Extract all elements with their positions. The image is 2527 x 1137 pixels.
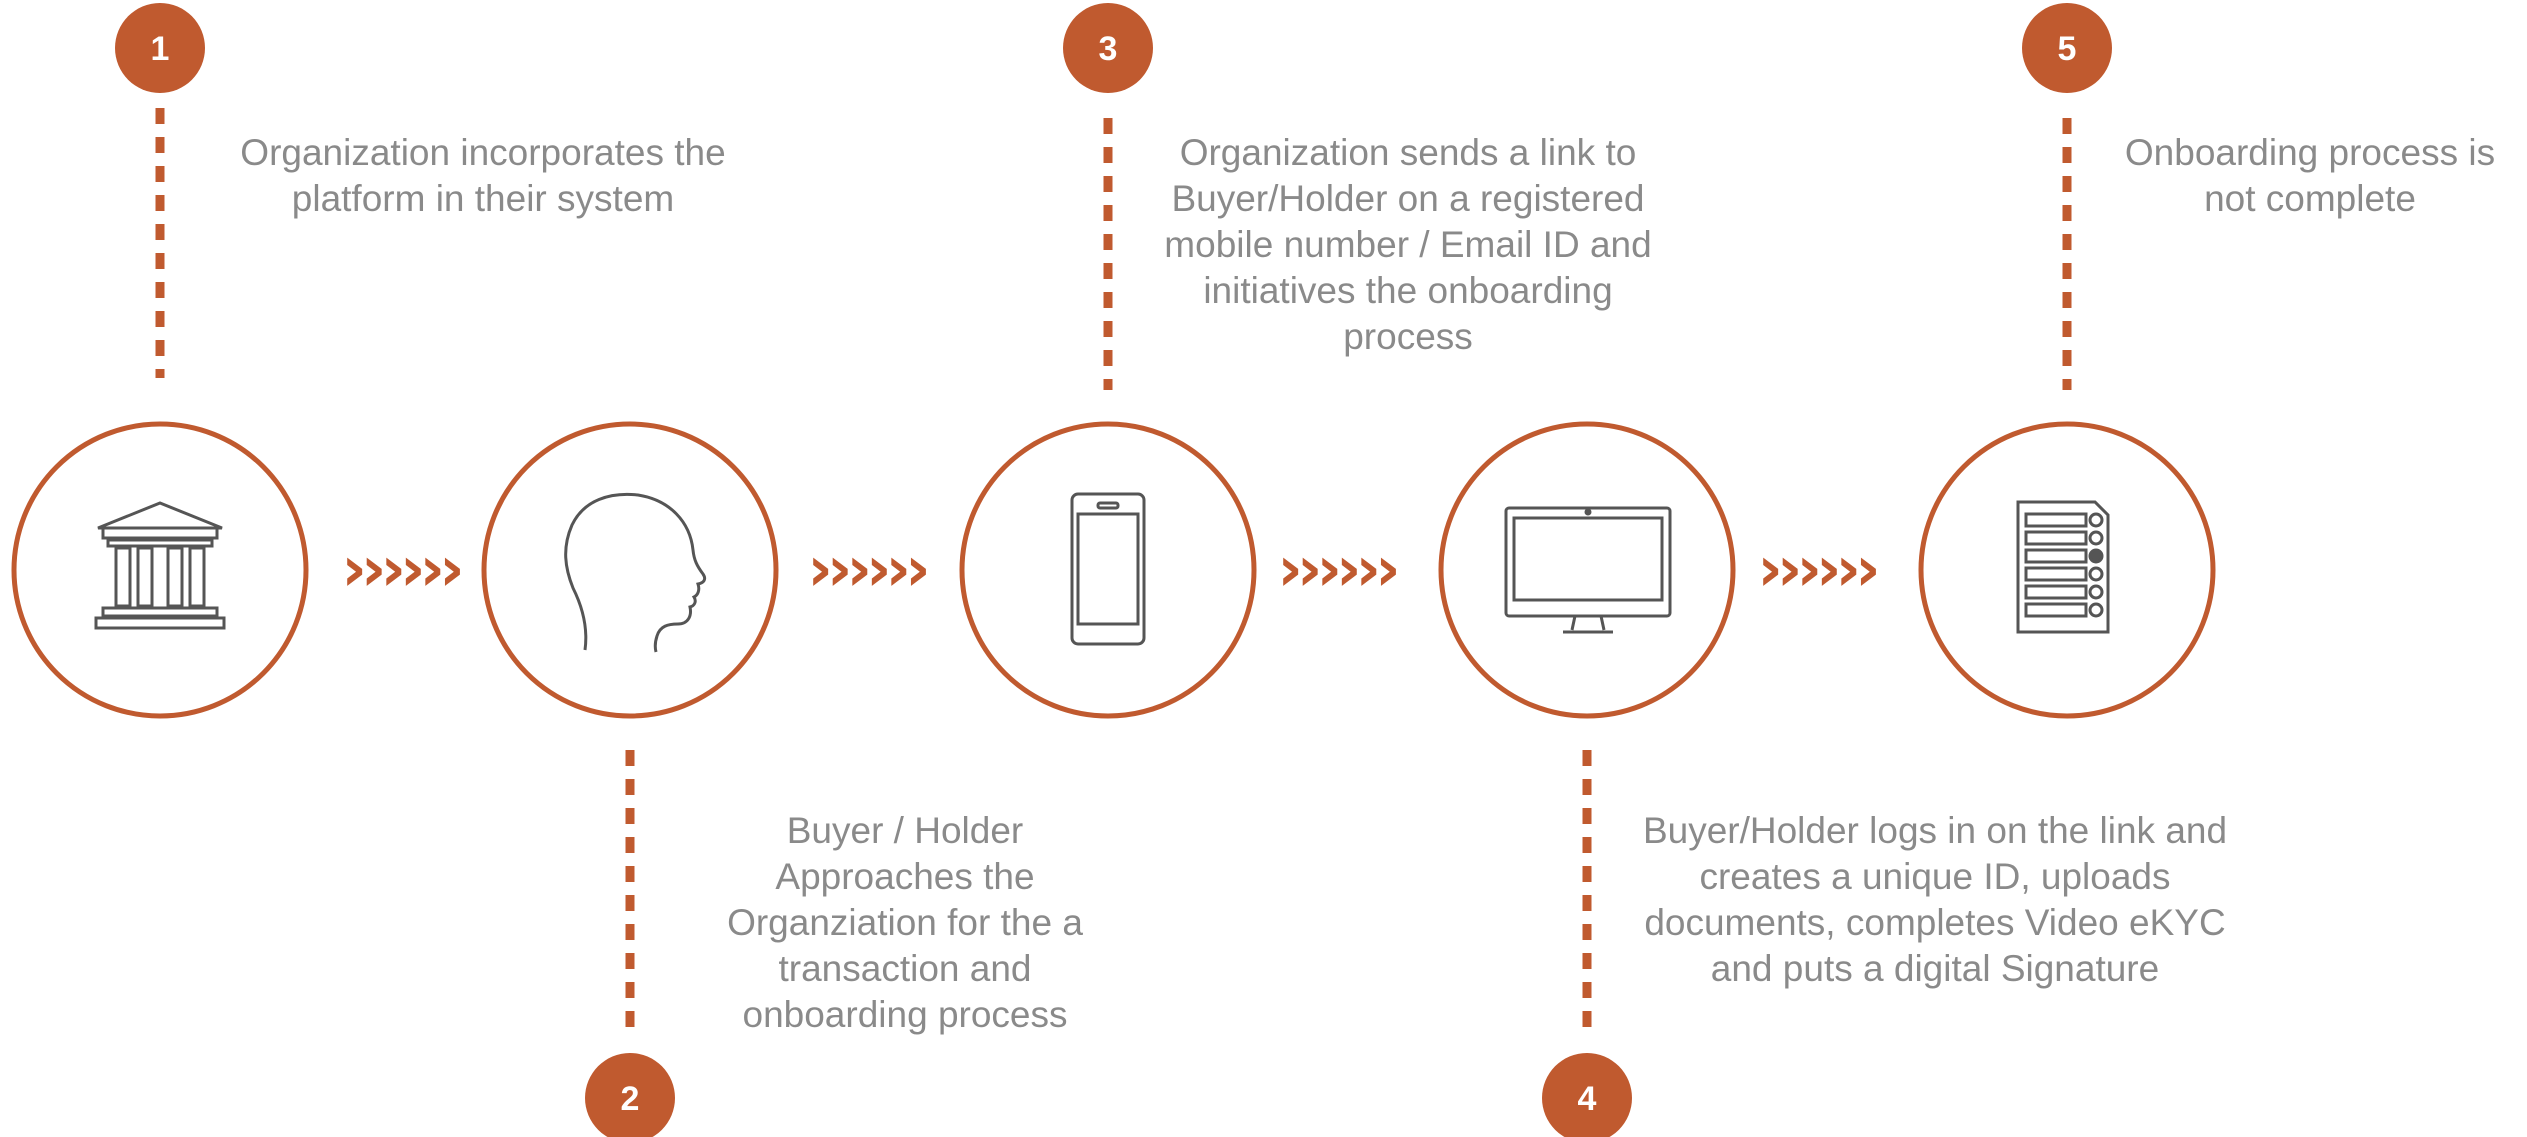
caption-line: transaction and — [778, 948, 1032, 989]
step-3: 3 — [959, 3, 1257, 719]
caption-line: Organization sends a link to — [1179, 132, 1637, 173]
caption-line: initiatives the onboarding — [1203, 270, 1613, 311]
step-5-caption: Onboarding process is not complete — [2095, 130, 2525, 222]
step-number-badge — [2022, 3, 2112, 93]
step-circle — [959, 421, 1257, 719]
step-circle — [11, 421, 309, 719]
caption-line: platform in their system — [291, 178, 675, 219]
step-1-caption: Organization incorporates the platform i… — [168, 130, 798, 222]
caption-line: mobile number / Email ID and — [1164, 224, 1652, 265]
step-number: 4 — [1578, 1080, 1597, 1118]
chevron-arrows-icon: ›››››› — [807, 532, 926, 605]
step-4-caption: Buyer/Holder logs in on the link and cre… — [1610, 808, 2260, 992]
caption-line: process — [1343, 316, 1473, 357]
chevron-arrows-icon: ›››››› — [341, 532, 460, 605]
caption-line: Organization incorporates the — [240, 132, 726, 173]
step-1: 1 — [11, 3, 309, 719]
step-number-badge — [115, 3, 205, 93]
step-number: 3 — [1099, 30, 1118, 68]
desktop-monitor-icon — [1504, 506, 1672, 634]
chevron-arrows-icon: ›››››› — [1277, 532, 1396, 605]
step-4: 4 — [1438, 421, 1736, 1137]
chevron-arrows-icon: ›››››› — [1757, 532, 1876, 605]
caption-line: Onboarding process is — [2124, 132, 2496, 173]
caption-line: Buyer / Holder — [786, 810, 1024, 851]
step-2: 2 — [481, 421, 779, 1137]
step-circle — [1438, 421, 1736, 719]
step-number-badge — [1063, 3, 1153, 93]
step-number: 1 — [151, 30, 170, 68]
step-3-caption: Organization sends a link to Buyer/Holde… — [1108, 130, 1708, 360]
step-circle — [1918, 421, 2216, 719]
step-number: 5 — [2058, 30, 2077, 68]
caption-line: Approaches the — [775, 856, 1035, 897]
step-5: 5 — [1918, 3, 2216, 719]
caption-line: and puts a digital Signature — [1710, 948, 2160, 989]
step-circle — [481, 421, 779, 719]
caption-line: creates a unique ID, uploads — [1699, 856, 2171, 897]
caption-line: Buyer/Holder logs in on the link and — [1642, 810, 2228, 851]
step-number-badge — [1542, 1053, 1632, 1137]
caption-line: not complete — [2204, 178, 2416, 219]
caption-line: Buyer/Holder on a registered — [1171, 178, 1645, 219]
person-head-icon — [564, 492, 707, 653]
caption-line: documents, completes Video eKYC — [1644, 902, 2226, 943]
step-2-caption: Buyer / Holder Approaches the Organziati… — [660, 808, 1150, 1038]
step-number-badge — [585, 1053, 675, 1137]
caption-line: Organziation for the a — [727, 902, 1083, 943]
bank-icon — [94, 501, 226, 630]
mobile-phone-icon — [1070, 492, 1146, 646]
checklist-document-icon — [2016, 500, 2110, 634]
step-number: 2 — [621, 1080, 640, 1118]
caption-line: onboarding process — [742, 994, 1068, 1035]
